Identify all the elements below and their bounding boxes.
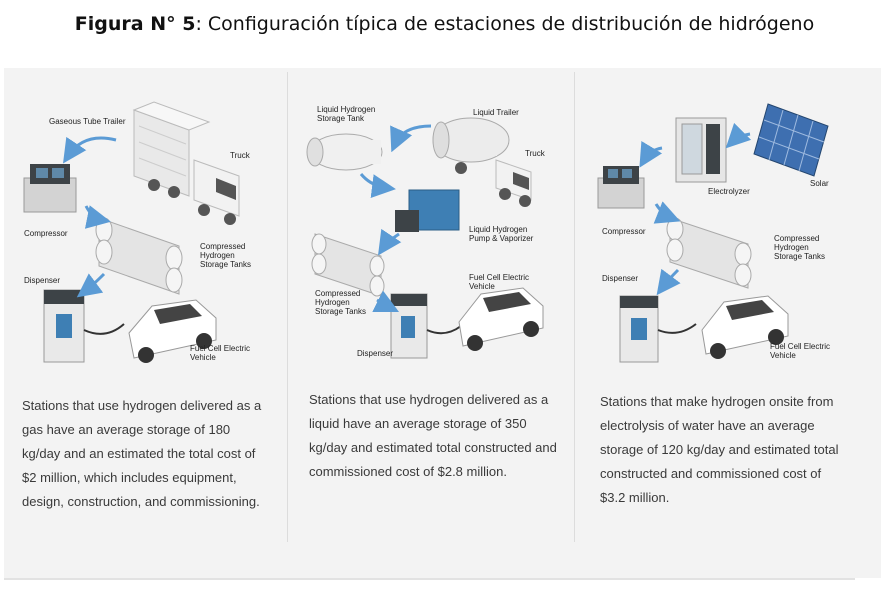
label-vehicle-line: Fuel Cell Electric [190,344,250,353]
figure-title: Configuración típica de estaciones de di… [207,13,815,35]
label-electrolyzer: Electrolyzer [708,187,750,196]
panel-description: Stations that use hydrogen delivered as … [22,398,262,509]
truck-icon [193,159,240,225]
flow-arrow [378,228,402,256]
label-storage-line: Hydrogen [200,251,235,260]
label-vehicle-line: Vehicle [770,351,796,360]
label-vehicle-line: Vehicle [469,282,495,291]
label-tube-trailer: Gaseous Tube Trailer [49,117,126,126]
label-storage-line: Hydrogen [315,298,350,307]
flow-arrow [656,268,681,296]
flow-arrow [653,201,681,224]
liquid-station-diagram: Liquid Hydrogen Storage Tank Liquid Trai… [306,105,546,359]
label-storage-line: Compressed [200,242,245,251]
figure-label: Figura N° 5 [74,13,196,35]
tube-trailer-icon [132,101,211,198]
label-tank-line: Storage Tank [317,114,365,123]
liquid-storage-tank-icon [306,133,383,171]
label-compressor: Compressor [602,227,646,236]
label-vehicle-line: Vehicle [190,353,216,362]
dispenser-icon [390,293,462,359]
bottom-rule [4,578,855,580]
dispenser-icon [43,289,125,363]
label-pump-line: Pump & Vaporizer [469,234,534,243]
flow-arrow [84,205,111,229]
label-pump-line: Liquid Hydrogen [469,225,527,234]
compressor-icon [23,164,77,213]
label-storage-line: Storage Tanks [315,307,366,316]
label-storage-line: Storage Tanks [774,252,825,261]
panel-description: Stations that make hydrogen onsite from … [600,394,839,505]
label-dispenser: Dispenser [602,274,638,283]
fuel-cell-vehicle-icon [128,299,217,363]
storage-tanks-icon [95,217,183,295]
flow-arrow [639,140,663,168]
label-truck: Truck [525,149,546,158]
panel-liquid-delivery: Liquid Hydrogen Storage Tank Liquid Trai… [291,68,574,578]
label-storage-line: Compressed [315,289,360,298]
truck-icon [495,159,532,207]
electrolysis-station-diagram: Electrolyzer Solar Compressor Compressed… [597,103,830,363]
label-tank-line: Liquid Hydrogen [317,105,375,114]
panel-onsite-electrolysis: Electrolyzer Solar Compressor Compressed… [578,68,878,578]
flow-arrow [725,122,752,149]
fuel-cell-vehicle-icon [701,295,789,359]
label-dispenser: Dispenser [357,349,393,358]
panel-description: Stations that use hydrogen delivered as … [309,392,557,479]
flow-arrow [76,272,106,298]
panel-divider [287,72,288,542]
pump-vaporizer-icon [395,189,460,232]
flow-arrow [63,136,117,164]
label-storage-line: Compressed [774,234,819,243]
gas-station-diagram: Gaseous Tube Trailer Truck Compressor Co… [23,101,251,363]
dispenser-icon [619,295,697,363]
flow-arrow [359,173,396,199]
panel-gas-delivery: Gaseous Tube Trailer Truck Compressor Co… [4,68,287,578]
label-compressor: Compressor [24,229,68,238]
compressor-icon [597,166,645,209]
liquid-trailer-icon [432,117,510,174]
figure-separator: : [195,13,202,35]
label-vehicle-line: Fuel Cell Electric [770,342,830,351]
label-storage-line: Hydrogen [774,243,809,252]
panel-divider [574,72,575,542]
electrolyzer-icon [675,117,727,183]
fuel-cell-vehicle-icon [458,287,544,351]
flow-arrow [390,124,432,153]
label-truck: Truck [230,151,251,160]
label-liquid-trailer: Liquid Trailer [473,108,519,117]
solar-panel-icon [753,103,829,177]
figure-caption: Figura N° 5: Configuración típica de est… [0,13,889,35]
label-dispenser: Dispenser [24,276,60,285]
label-storage-line: Storage Tanks [200,260,251,269]
flow-arrow [372,290,400,313]
storage-tanks-icon [666,217,752,289]
label-solar: Solar [810,179,829,188]
label-vehicle-line: Fuel Cell Electric [469,273,529,282]
storage-tanks-icon [311,233,385,297]
